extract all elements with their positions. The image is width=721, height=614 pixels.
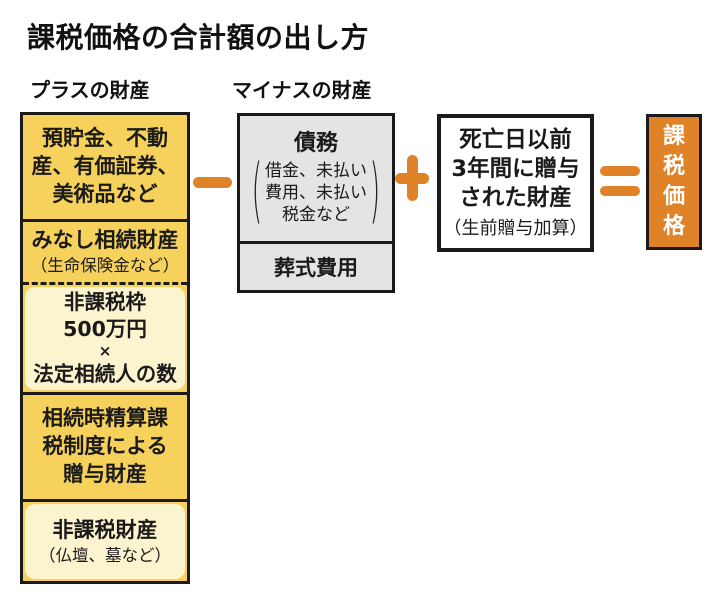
funeral-cost-label: 葬式費用 xyxy=(274,256,358,280)
equals-top-bar xyxy=(600,166,640,176)
minus-assets-header: マイナスの財産 xyxy=(232,78,372,102)
gift-before-death-sub: （生前贈与加算） xyxy=(443,218,588,240)
asset-box-deposits: 預貯金、不動 産、有価証券、 美術品など xyxy=(23,115,187,219)
funeral-cost-box: 葬式費用 xyxy=(240,241,392,290)
nontaxable-limit-bottom: 法定相続人の数 xyxy=(33,361,177,386)
debt-detail-group: ( 借金、未払い 費用、未払い 税金など ) xyxy=(251,150,381,233)
deemed-inheritance-sub: （生命保険金など） xyxy=(30,256,180,276)
gift-before-death-title: 死亡日以前 3年間に贈与 された財産 xyxy=(451,126,580,212)
minus-assets-column: 債務 ( 借金、未払い 費用、未払い 税金など ) 葬式費用 xyxy=(237,113,395,293)
asset-box-deposits-label: 預貯金、不動 産、有価証券、 美術品など xyxy=(31,126,179,206)
debt-detail-label: 借金、未払い 費用、未払い 税金など xyxy=(265,160,367,225)
deemed-inheritance-title: みなし相続財産 xyxy=(31,228,179,253)
taxable-value-result-box: 課税価格 xyxy=(646,114,702,250)
taxable-value-label: 課税価格 xyxy=(662,124,685,239)
open-paren-icon: ( xyxy=(251,150,263,233)
plus-assets-column: 預貯金、不動 産、有価証券、 美術品など みなし相続財産 （生命保険金など） 非… xyxy=(20,112,190,584)
gift-before-death-box: 死亡日以前 3年間に贈与 された財産 （生前贈与加算） xyxy=(437,114,594,252)
multiply-icon: × xyxy=(98,342,112,361)
asset-box-nontaxable-property: 非課税財産 （仏壇、墓など） xyxy=(23,499,187,581)
equals-bottom-bar xyxy=(600,186,640,196)
nontaxable-property-inner: 非課税財産 （仏壇、墓など） xyxy=(25,504,185,579)
asset-box-settlement-gift: 相続時精算課 税制度による 贈与財産 xyxy=(23,392,187,499)
plus-assets-header: プラスの財産 xyxy=(30,78,150,102)
settlement-gift-label: 相続時精算課 税制度による 贈与財産 xyxy=(42,406,168,486)
close-paren-icon: ) xyxy=(369,150,381,233)
page-title: 課税価格の合計額の出し方 xyxy=(27,21,370,54)
plus-vertical-bar xyxy=(406,155,418,201)
plus-operator-icon xyxy=(395,155,429,201)
debt-box: 債務 ( 借金、未払い 費用、未払い 税金など ) xyxy=(240,116,392,241)
nontaxable-limit-top: 非課税枠 500万円 xyxy=(63,290,147,342)
asset-box-deemed-inheritance: みなし相続財産 （生命保険金など） xyxy=(23,219,187,282)
nontaxable-property-title: 非課税財産 xyxy=(52,517,158,542)
equals-operator-icon xyxy=(600,166,640,197)
minus-operator-icon xyxy=(193,177,232,188)
debt-title: 債務 xyxy=(293,131,338,157)
nontaxable-property-sub: （仏壇、墓など） xyxy=(39,545,171,565)
asset-box-nontaxable-limit: 非課税枠 500万円 × 法定相続人の数 xyxy=(23,282,187,392)
nontaxable-limit-inner: 非課税枠 500万円 × 法定相続人の数 xyxy=(25,287,185,390)
